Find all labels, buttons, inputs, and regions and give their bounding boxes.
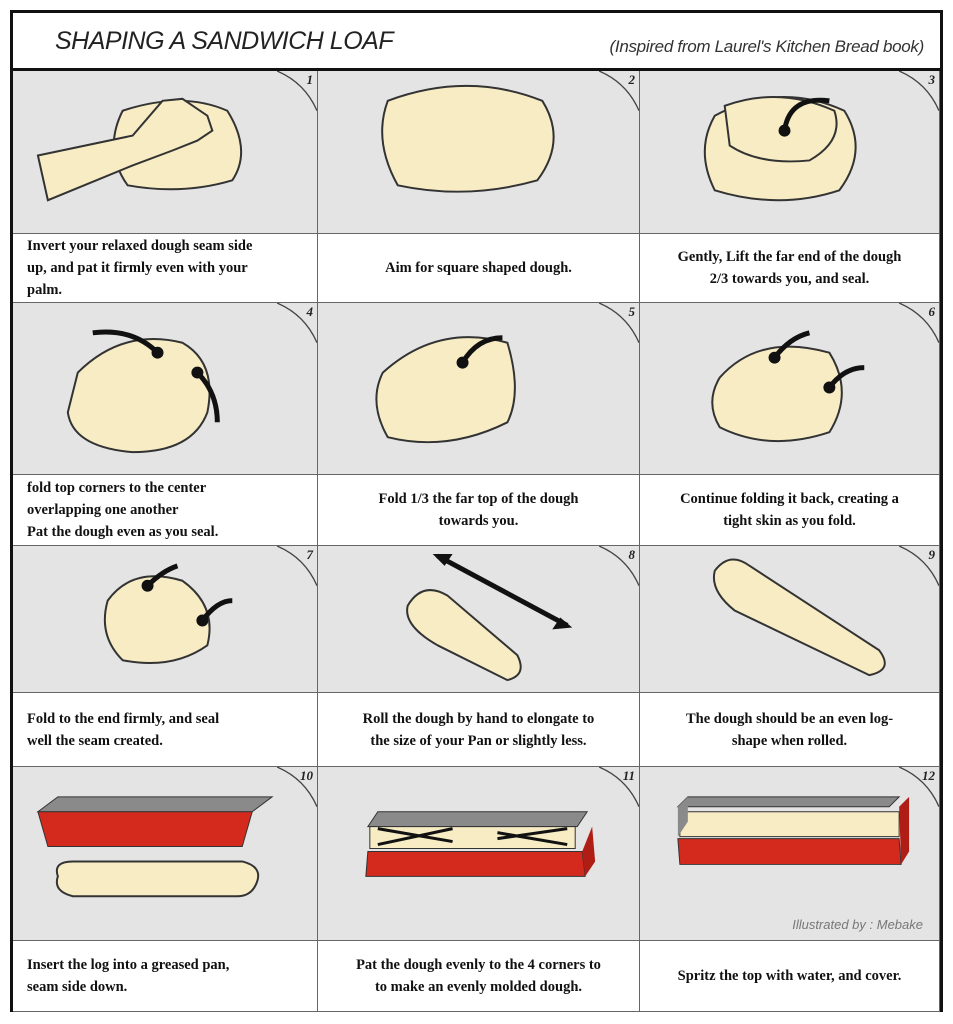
step-9-caption: The dough should be an even log- shape w… <box>640 693 940 767</box>
step-6-drawing <box>711 303 939 443</box>
step-7-drawing <box>103 546 317 665</box>
step-number: 5 <box>628 304 636 319</box>
step-number: 3 <box>928 72 936 87</box>
step-number: 11 <box>622 768 635 783</box>
step-1-illustration: 1 <box>13 71 318 234</box>
step-number: 6 <box>928 304 936 319</box>
subtitle: (Inspired from Laurel's Kitchen Bread bo… <box>609 37 925 56</box>
step-9-drawing <box>712 546 939 677</box>
step-number: 10 <box>300 768 313 783</box>
step-4-drawing <box>66 303 317 454</box>
step-5-drawing <box>375 303 639 444</box>
step-number: 12 <box>922 768 935 783</box>
step-5-illustration: 5 <box>318 303 640 475</box>
step-3-caption: Gently, Lift the far end of the dough 2/… <box>640 234 940 303</box>
step-12-drawing <box>676 767 939 865</box>
step-2-drawing <box>381 71 639 193</box>
step-4-caption: fold top corners to the center overlappi… <box>13 475 318 546</box>
step-2-illustration: 2 <box>318 71 640 234</box>
step-1-caption: Invert your relaxed dough seam side up, … <box>13 234 318 303</box>
step-1-drawing <box>36 71 317 202</box>
step-7-illustration: 7 <box>13 546 318 693</box>
step-11-drawing <box>365 767 639 877</box>
step-12-caption: Spritz the top with water, and cover. <box>640 941 940 1012</box>
step-2-caption: Aim for square shaped dough. <box>318 234 640 303</box>
step-11-caption: Pat the dough evenly to the 4 corners to… <box>318 941 640 1012</box>
step-3-drawing <box>703 71 939 202</box>
step-8-drawing <box>406 546 639 682</box>
infographic-frame: SHAPING A SANDWICH LOAF (Inspired from L… <box>10 10 943 1012</box>
step-10-illustration: 10 <box>13 767 318 941</box>
title-bar: SHAPING A SANDWICH LOAF (Inspired from L… <box>13 13 940 71</box>
step-10-drawing <box>36 767 317 898</box>
step-number: 2 <box>628 72 636 87</box>
step-11-illustration: 11 <box>318 767 640 941</box>
step-number: 8 <box>628 547 636 562</box>
step-number: 9 <box>928 547 936 562</box>
step-5-caption: Fold 1/3 the far top of the dough toward… <box>318 475 640 546</box>
step-8-caption: Roll the dough by hand to elongate to th… <box>318 693 640 767</box>
step-10-caption: Insert the log into a greased pan, seam … <box>13 941 318 1012</box>
step-7-caption: Fold to the end firmly, and seal well th… <box>13 693 318 767</box>
step-3-illustration: 3 <box>640 71 940 234</box>
step-8-illustration: 8 <box>318 546 640 693</box>
step-number: 7 <box>306 547 314 562</box>
step-number: 1 <box>306 72 314 87</box>
step-6-illustration: 6 <box>640 303 940 475</box>
step-4-illustration: 4 <box>13 303 318 475</box>
step-12-illustration: 12 Illustrated by : Mebake <box>640 767 940 941</box>
step-6-caption: Continue folding it back, creating a tig… <box>640 475 940 546</box>
page-title: SHAPING A SANDWICH LOAF <box>55 27 394 55</box>
step-9-illustration: 9 <box>640 546 940 693</box>
illustrator-credit: Illustrated by : Mebake <box>792 917 923 932</box>
step-number: 4 <box>306 304 314 319</box>
